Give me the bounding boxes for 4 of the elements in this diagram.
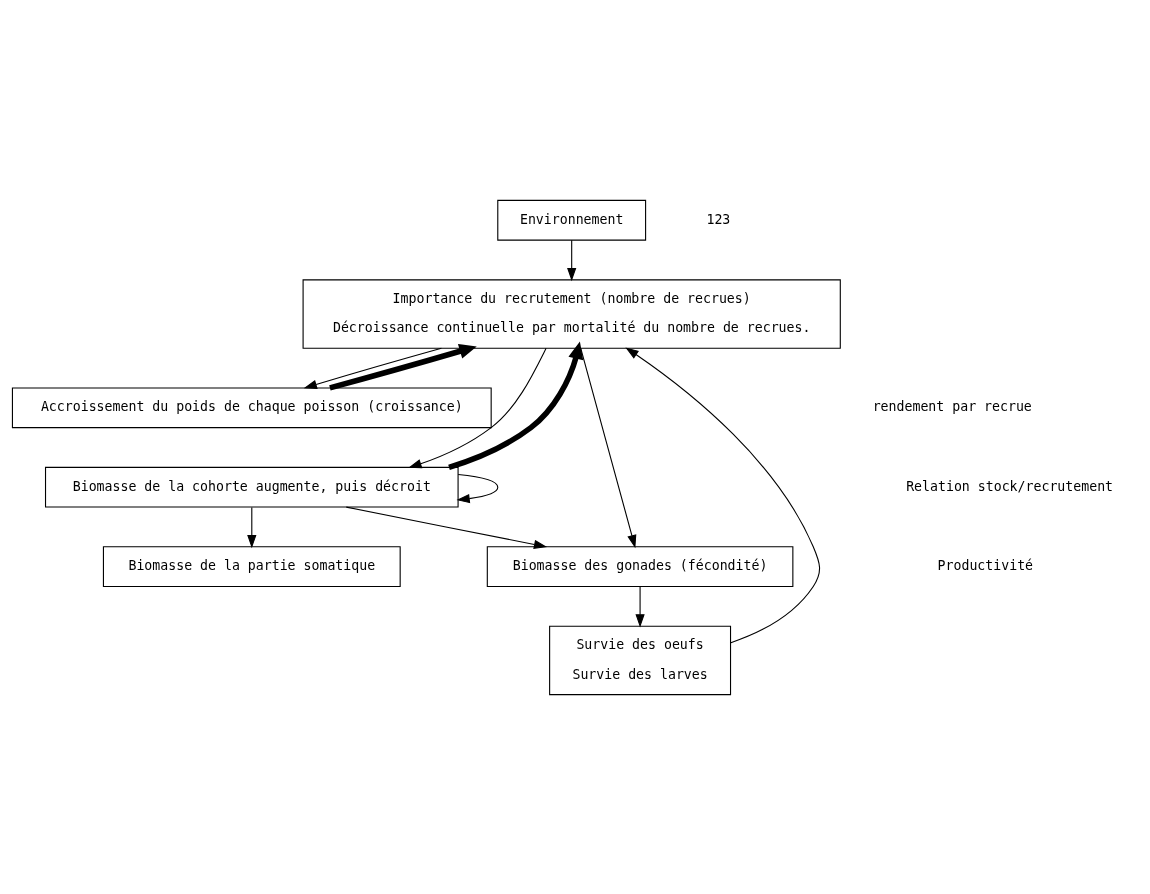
- label: Productivité: [937, 557, 1034, 573]
- label: Relation stock/recrutement: [906, 478, 1114, 494]
- label: rendement par recrue: [872, 398, 1032, 414]
- label: 123: [706, 211, 731, 227]
